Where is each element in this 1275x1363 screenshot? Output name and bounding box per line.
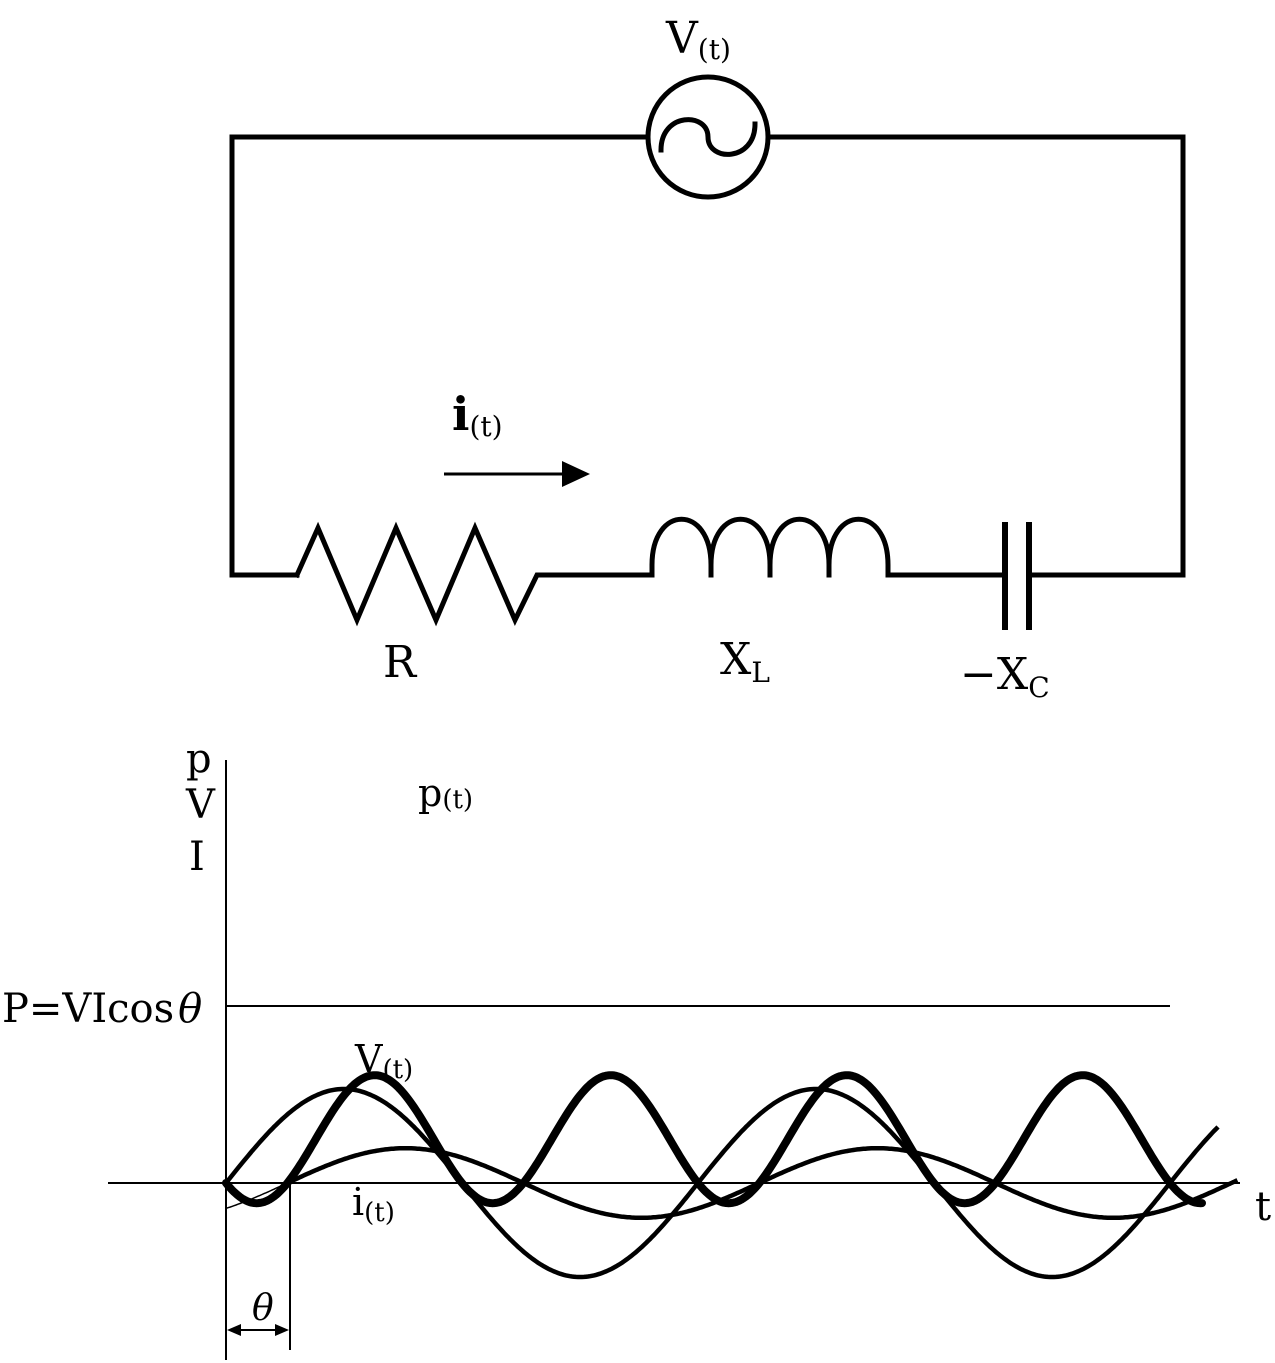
voltage-curve (224, 1086, 1220, 1280)
power-curve-label-main: p (418, 771, 442, 815)
current-label: i(t) (452, 387, 503, 443)
inductor-label: XL (720, 634, 770, 689)
source-label: V(t) (665, 13, 731, 66)
voltage-curve-label-main: V (354, 1037, 383, 1081)
average-power-text: P=VIcos (2, 986, 174, 1032)
power-curve-label-sub: (t) (442, 785, 473, 815)
x-axis-label: t (1255, 1184, 1271, 1230)
current-arrow-head (562, 461, 590, 487)
voltage-curve-label-sub: (t) (382, 1055, 413, 1085)
current-curve-negative-part (225, 1182, 287, 1210)
sine-wave-icon (658, 117, 758, 157)
inductor-label-main: X (720, 634, 752, 685)
current-label-sub: (t) (469, 410, 502, 443)
phase-label: θ (252, 1288, 274, 1329)
y-axis-label-i: I (189, 834, 205, 880)
ac-source (645, 74, 771, 200)
wire-top-right (765, 134, 1186, 578)
capacitor-label-main: −X (960, 649, 1029, 700)
y-axis-label-p: p (186, 736, 212, 782)
current-curve-label: i(t) (352, 1180, 395, 1228)
inductor-label-sub: L (751, 656, 770, 689)
capacitor-label-sub: C (1028, 671, 1049, 704)
voltage-curve-label: V(t) (354, 1037, 413, 1085)
resistor (293, 521, 655, 627)
wire-top-left (229, 134, 651, 578)
current-curve-label-main: i (352, 1180, 364, 1224)
y-axis-label-v: V (185, 782, 216, 828)
capacitor-label: −XC (960, 649, 1050, 704)
capacitor (1002, 522, 1032, 630)
source-label-sub: (t) (698, 33, 731, 66)
power-curve (222, 1071, 1206, 1208)
current-label-main: i (452, 387, 469, 441)
circuit: V(t) i(t) R XL −XC (229, 13, 1186, 704)
phase-arrow-left (227, 1324, 241, 1336)
source-label-main: V (665, 13, 699, 64)
power-curve-label: p(t) (418, 771, 473, 815)
inductor (649, 516, 1006, 578)
resistor-label: R (383, 637, 418, 688)
average-power-theta: θ (178, 986, 202, 1032)
current-curve-label-sub: (t) (364, 1198, 395, 1228)
phase-arrow-right (275, 1324, 289, 1336)
